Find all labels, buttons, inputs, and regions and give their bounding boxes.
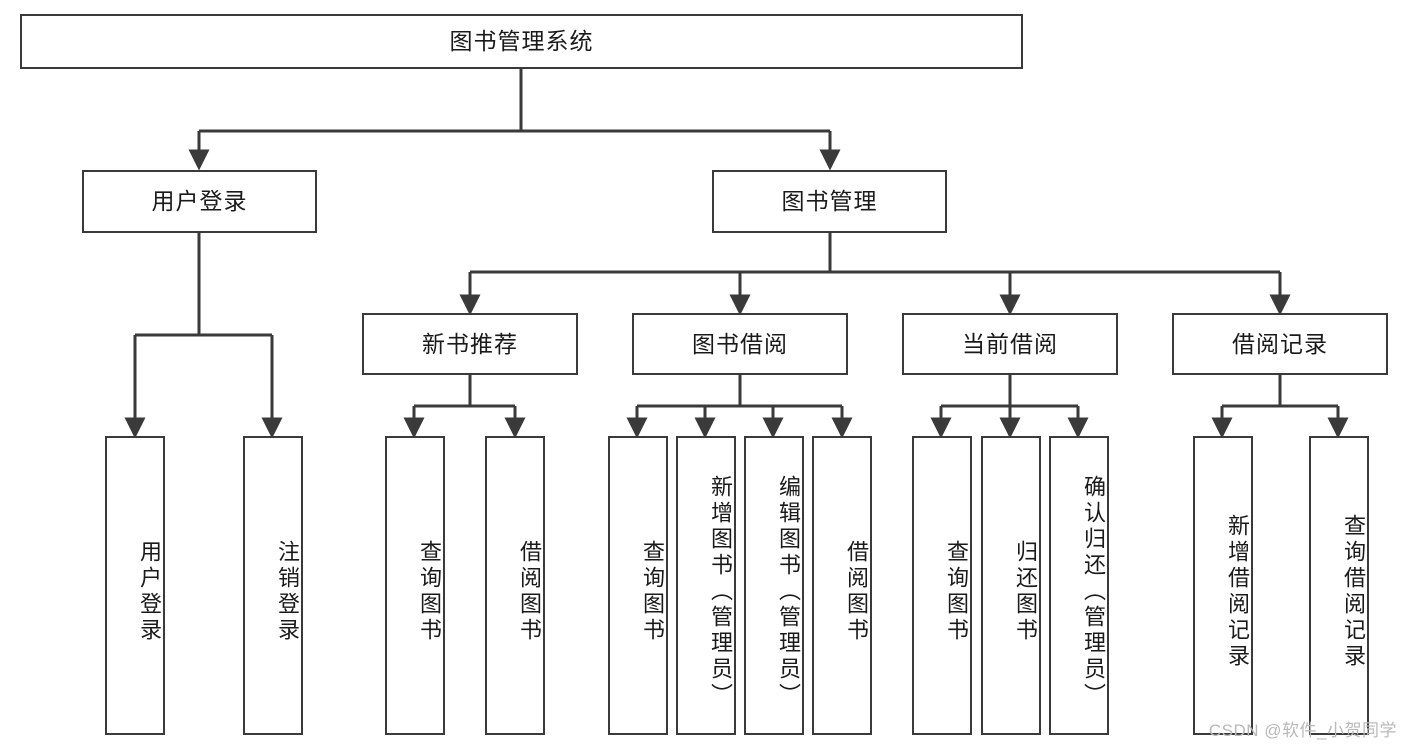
leaf-add-borrow-record[interactable]: 新增借阅记录 [1193,436,1253,735]
leaf-query-book-borrow[interactable]: 查询图书 [608,436,668,735]
leaf-edit-book-admin[interactable]: 编辑图书（管理员） [744,436,804,735]
leaf-user-login[interactable]: 用户登录 [105,436,165,735]
node-new-book-recommend[interactable]: 新书推荐 [362,313,578,375]
leaf-confirm-return-admin[interactable]: 确认归还（管理员） [1049,436,1109,735]
node-book-borrow[interactable]: 图书借阅 [632,313,848,375]
node-book-management[interactable]: 图书管理 [712,170,947,233]
leaf-add-book-admin[interactable]: 新增图书（管理员） [676,436,736,735]
node-user-login[interactable]: 用户登录 [82,170,317,233]
node-borrow-record[interactable]: 借阅记录 [1172,313,1388,375]
node-current-borrow[interactable]: 当前借阅 [902,313,1118,375]
watermark-text: CSDN @软件_小贺同学 [1208,721,1397,740]
leaf-borrow-book-new[interactable]: 借阅图书 [485,436,545,735]
node-root-system[interactable]: 图书管理系统 [20,14,1023,69]
leaf-logout[interactable]: 注销登录 [243,436,303,735]
leaf-query-book-new[interactable]: 查询图书 [385,436,445,735]
leaf-return-book[interactable]: 归还图书 [981,436,1041,735]
leaf-borrow-book[interactable]: 借阅图书 [812,436,872,735]
leaf-query-book-current[interactable]: 查询图书 [912,436,972,735]
leaf-query-borrow-record[interactable]: 查询借阅记录 [1309,436,1369,735]
